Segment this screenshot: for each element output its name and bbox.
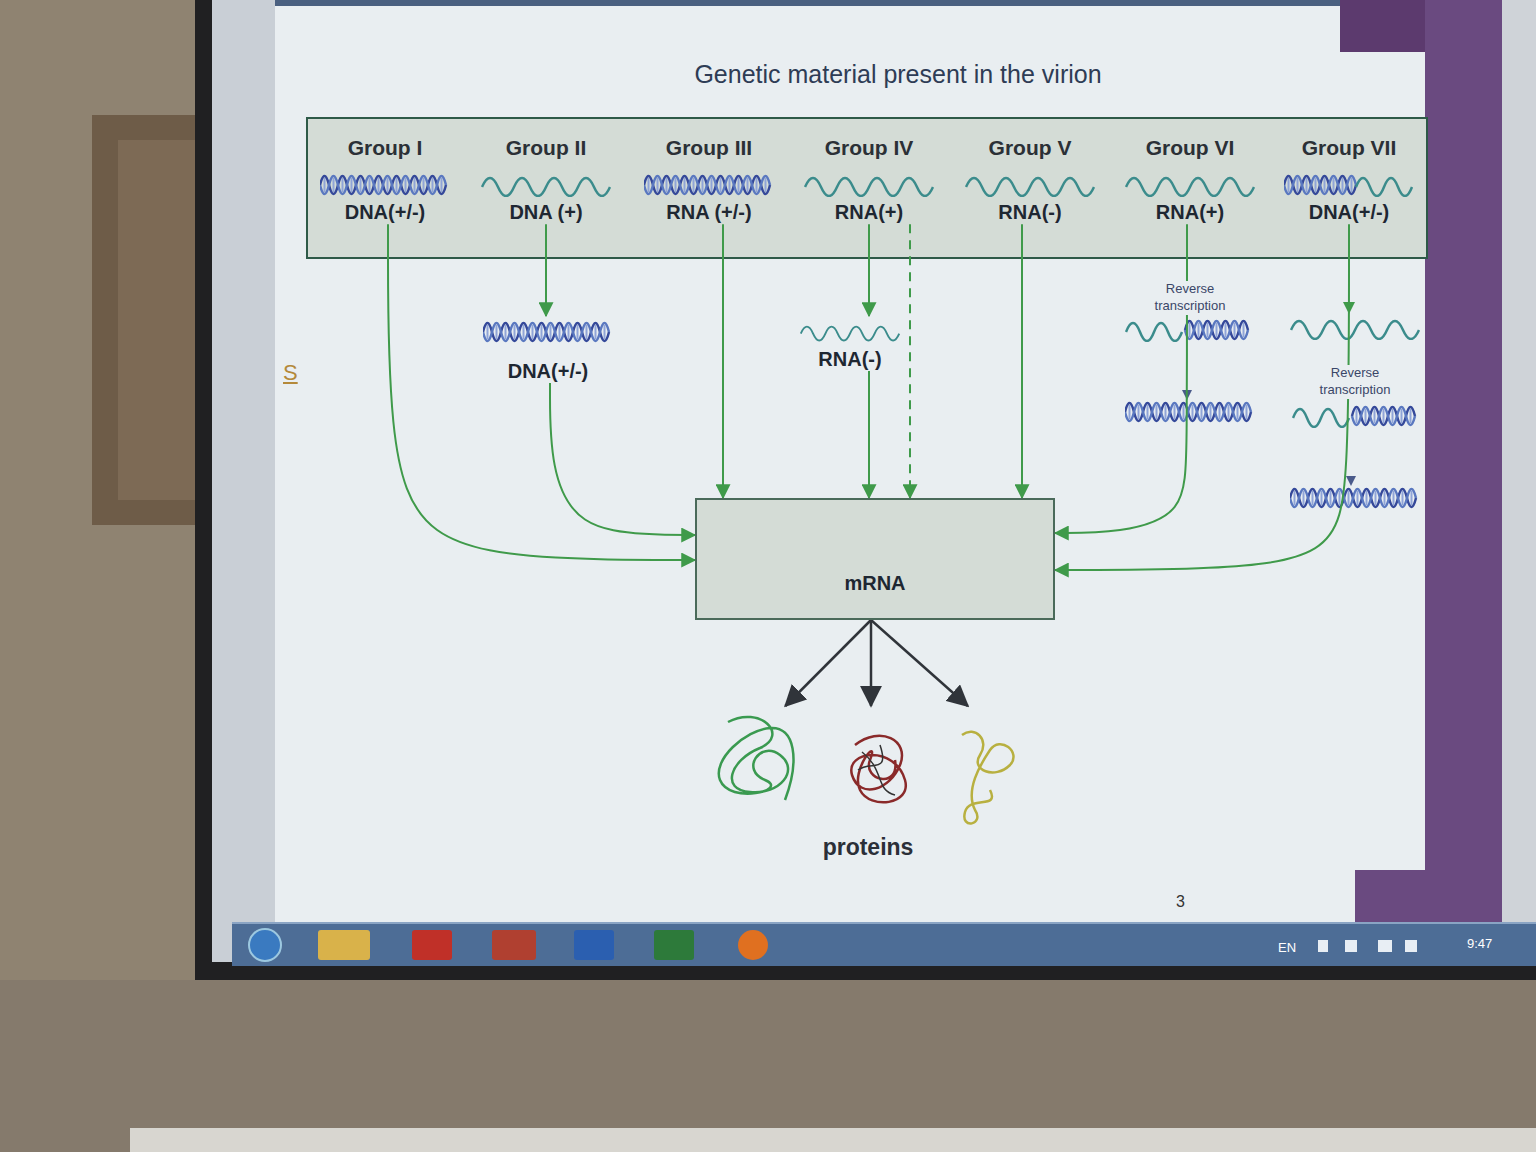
taskbar-icon — [492, 930, 536, 960]
edge-label: Reverse transcription — [1142, 281, 1238, 315]
group-heading: Group VI — [1146, 136, 1235, 160]
protein-figure — [719, 717, 794, 800]
taskbar-icon — [654, 930, 694, 960]
taskbar-edge — [232, 922, 1536, 924]
taskbar-icon — [412, 930, 452, 960]
hybrid-icon — [1293, 407, 1415, 427]
language-indicator: EN — [1278, 941, 1296, 956]
side-strip — [1502, 0, 1536, 960]
tray-icon — [1378, 940, 1392, 952]
slide-title: Genetic material present in the virion — [598, 60, 1198, 89]
dsdna-icon — [1125, 403, 1251, 421]
ssrna-icon — [966, 178, 1094, 196]
picture-frame — [92, 115, 202, 525]
arrow-connector — [868, 224, 870, 316]
group-band — [307, 118, 1427, 258]
arrow-connector — [1055, 224, 1187, 533]
genome-type: DNA(+/-) — [1309, 201, 1390, 224]
group-heading: Group IV — [825, 136, 914, 160]
group-heading: Group V — [989, 136, 1072, 160]
group-heading: Group I — [348, 136, 423, 160]
mrna-box: mRNA — [695, 498, 1055, 620]
arrow-connector — [871, 620, 968, 706]
dsdna-icon — [1290, 489, 1416, 507]
ssrna-icon — [805, 178, 933, 196]
output-label: proteins — [823, 834, 914, 860]
tray-icon — [1405, 940, 1417, 952]
arrow-connector — [1055, 224, 1349, 570]
group-column: Group VII DNA(+/-) — [1274, 136, 1424, 224]
arrow-connector — [909, 224, 911, 498]
dsdna-icon — [320, 176, 446, 194]
intermediate-node: DNA(+/-) — [478, 316, 618, 383]
genome-type: RNA(+) — [835, 201, 903, 224]
gapped-dna-icon — [1284, 176, 1412, 196]
group-column: Group VI RNA(+) — [1115, 136, 1265, 224]
taskbar-icon — [738, 930, 768, 960]
taskbar-icon — [574, 930, 614, 960]
ssrna-icon — [1126, 178, 1254, 196]
protein-node: proteins — [712, 706, 1024, 866]
arrow-connector — [870, 620, 873, 706]
screen-frame — [195, 0, 1536, 980]
arrow-connector — [388, 224, 695, 560]
group-heading: Group VII — [1302, 136, 1397, 160]
page-number: 3 — [1176, 893, 1185, 911]
dsdna-icon — [644, 176, 770, 194]
genome-type: RNA(-) — [998, 201, 1061, 224]
group-column: Group II DNA (+) — [471, 136, 621, 224]
group-heading: Group II — [506, 136, 587, 160]
intermediate-node: RNA(-) — [798, 316, 902, 371]
group-column: Group III RNA (+/-) — [634, 136, 784, 224]
whiteboard-edge — [130, 1128, 1536, 1152]
genome-type: DNA(+/-) — [508, 360, 589, 383]
tray-icon — [1318, 940, 1328, 952]
arrow-connector — [545, 224, 547, 316]
arrow-connector — [868, 371, 870, 498]
window-bar — [275, 0, 1425, 6]
genome-type: RNA (+/-) — [666, 201, 751, 224]
arrow-connector — [1021, 224, 1023, 498]
group-column: Group V RNA(-) — [955, 136, 1105, 224]
edge-label: Reverse transcription — [1307, 365, 1403, 399]
group-column: Group I DNA(+/-) — [310, 136, 460, 224]
protein-figure — [858, 745, 895, 795]
group-heading: Group III — [666, 136, 752, 160]
taskbar — [232, 922, 1536, 966]
genome-type: DNA(+/-) — [345, 201, 426, 224]
picture-inner — [118, 140, 202, 500]
genome-type: RNA(-) — [818, 348, 881, 371]
start-button — [249, 929, 281, 961]
protein-figure — [851, 736, 905, 803]
dsdna-icon — [483, 323, 609, 341]
arrow-connector — [785, 620, 871, 706]
box-label: mRNA — [844, 572, 905, 595]
ssrna-icon — [801, 327, 899, 341]
protein-figure — [962, 732, 1013, 824]
wall-lower — [0, 980, 1536, 1152]
arrowhead — [1346, 476, 1356, 486]
ssrna-icon — [1291, 321, 1419, 339]
arrow-connector — [550, 383, 695, 535]
purple-band — [1355, 870, 1435, 925]
ssrna-icon — [482, 178, 610, 196]
group-column: Group IV RNA(+) — [794, 136, 944, 224]
taskbar-icon — [318, 930, 370, 960]
projection — [212, 0, 1502, 962]
genome-type: RNA(+) — [1156, 201, 1224, 224]
tray-icon — [1345, 940, 1357, 952]
clock-time: 9:47 — [1467, 937, 1492, 952]
arrow-connector — [722, 224, 724, 498]
genome-type: DNA (+) — [509, 201, 582, 224]
purple-band — [1425, 0, 1502, 925]
window-letter: S — [283, 360, 298, 385]
